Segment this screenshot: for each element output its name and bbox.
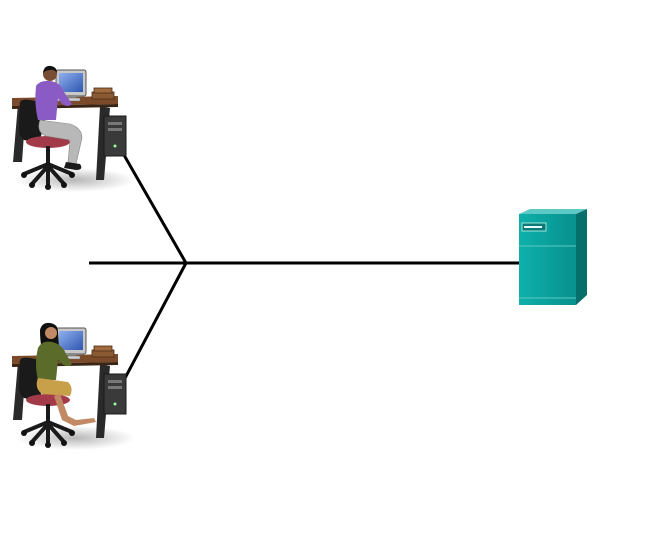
server-top: [519, 209, 587, 214]
workstation-1: [12, 65, 135, 192]
link-workstation-1: [122, 154, 188, 264]
drive-bay: [108, 122, 122, 125]
workstation-2: [12, 322, 135, 450]
person-torso: [35, 80, 72, 120]
chair-seat: [26, 136, 70, 148]
person-legs: [54, 394, 96, 426]
power-led: [113, 402, 117, 406]
floor-shadow: [15, 426, 135, 450]
person-torso: [36, 341, 72, 380]
books-top: [93, 87, 113, 94]
pc-tower: [103, 373, 127, 415]
server: [519, 209, 587, 305]
server-side: [576, 209, 587, 305]
server-drive-light: [524, 226, 542, 228]
person-shoe: [64, 162, 82, 170]
drive-bay: [108, 386, 122, 389]
chair-base: [22, 161, 74, 188]
drive-bay: [108, 380, 122, 383]
chair-post: [46, 146, 50, 164]
monitor-screen: [59, 73, 83, 92]
floor-shadow: [15, 168, 135, 192]
pc-tower: [103, 115, 127, 157]
network-links: [89, 154, 520, 381]
power-led: [113, 144, 117, 148]
monitor-stand: [68, 353, 76, 356]
drive-bay: [108, 128, 122, 131]
books-top: [93, 345, 113, 352]
chair-post: [46, 404, 50, 422]
person-hair: [43, 65, 57, 73]
person-head: [45, 327, 57, 339]
chair-base: [22, 419, 74, 446]
link-workstation-2: [122, 262, 188, 381]
monitor-screen: [59, 331, 83, 350]
monitor-stand: [68, 95, 76, 98]
person-skirt: [36, 378, 72, 396]
